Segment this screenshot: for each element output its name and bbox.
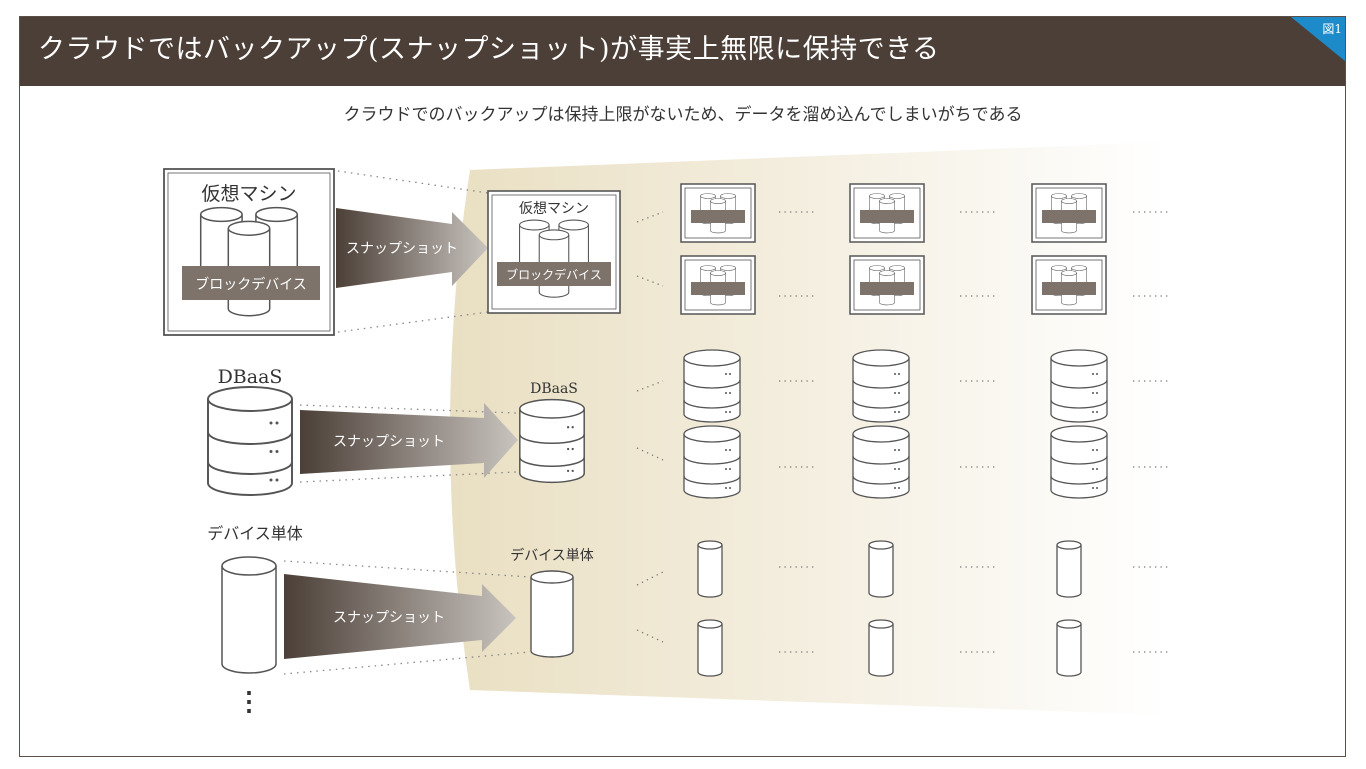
vm-snapshot-device-label: ブロックデバイス — [506, 267, 602, 282]
dbaas-arrow-label: スナップショット — [333, 434, 445, 450]
figure-number: 図1 — [1322, 22, 1342, 36]
dbaas-copy-3a — [1050, 349, 1108, 423]
dbaas-copy-3b — [1050, 425, 1108, 499]
vm-source-title: 仮想マシン — [201, 183, 296, 205]
vm-snapshot-device-band — [497, 262, 611, 286]
diagram-subtitle: クラウドでのバックアップは保持上限がないため、データを溜め込んでしまいがちである — [343, 105, 1023, 125]
dbaas-snapshot: DBaaS — [519, 381, 585, 484]
device-snapshot-arrow: スナップショット — [284, 574, 516, 659]
device-source-title: デバイス単体 — [207, 524, 303, 543]
vm-snapshot: 仮想マシン ブロックデバイス — [487, 190, 621, 314]
figure-title: クラウドではバックアップ(スナップショット)が事実上無限に保持できる — [38, 34, 940, 65]
device-copy-3b — [1056, 619, 1082, 677]
vm-source-device-band — [182, 266, 320, 300]
dbaas-source-title: DBaaS — [218, 366, 283, 388]
dbaas-snapshot-arrow: スナップショット — [300, 403, 518, 478]
figure-tag — [1291, 17, 1345, 61]
vm-copy-2a — [850, 184, 924, 242]
snapshot-storage-band — [450, 142, 1168, 715]
dbaas-copy-2a — [852, 349, 910, 423]
vm-snapshot-arrow: スナップショット — [336, 208, 488, 288]
vm-copy-1b — [681, 256, 755, 314]
device-copy-3a — [1056, 540, 1082, 598]
vm-snapshot-title: 仮想マシン — [519, 201, 589, 217]
device-copy-1a — [697, 540, 723, 598]
device-snapshot-title: デバイス単体 — [510, 547, 594, 564]
vm-copy-1a — [681, 184, 755, 242]
continuation-dots — [636, 211, 1168, 653]
vm-copy-2b — [850, 256, 924, 314]
device-copy-2a — [868, 540, 894, 598]
dbaas-copy-1b — [683, 425, 741, 499]
vm-guide-line-top — [337, 170, 489, 194]
dbaas-source: DBaaS — [207, 366, 293, 496]
more-items-marker: ⋮ — [236, 687, 262, 717]
vm-copy-3a — [1032, 184, 1106, 242]
vm-arrow-label: スナップショット — [346, 241, 458, 257]
header-bar: クラウドではバックアップ(スナップショット)が事実上無限に保持できる 図1 — [20, 17, 1345, 86]
vm-source: 仮想マシン ブロックデバイス — [163, 168, 335, 336]
device-arrow-label: スナップショット — [333, 610, 445, 626]
device-source: デバイス単体 — [207, 524, 303, 674]
dbaas-copy-2b — [852, 425, 910, 499]
dbaas-snapshot-title: DBaaS — [530, 381, 578, 397]
device-snapshot: デバイス単体 — [510, 547, 594, 658]
device-copy-2b — [868, 619, 894, 677]
dbaas-copy-1a — [683, 349, 741, 423]
device-copy-1b — [697, 619, 723, 677]
vm-source-device-label: ブロックデバイス — [195, 276, 307, 293]
vm-copy-3b — [1032, 256, 1106, 314]
